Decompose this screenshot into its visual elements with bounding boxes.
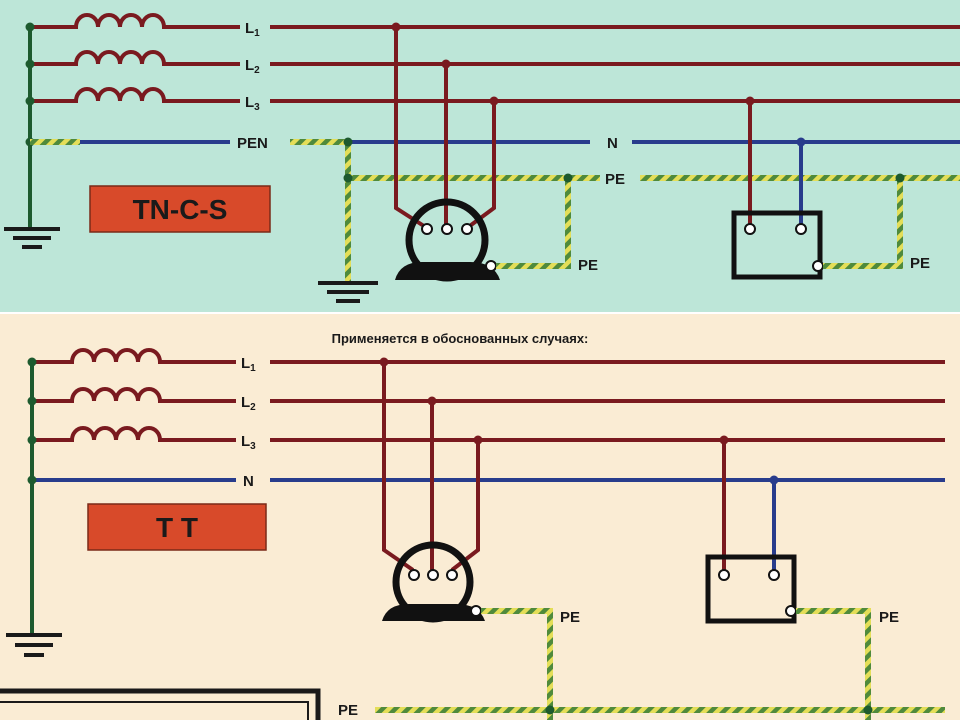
motor-feed-l3 [450,440,480,572]
load-box-icon [731,210,824,280]
junction-dot [27,396,37,406]
label-l3: L3 [241,433,256,452]
label-pe-motor: PE [578,257,598,274]
junction-dot [25,22,35,32]
ground-symbol-icon [6,633,62,657]
junction-dot [863,705,873,715]
junction-dot [895,173,905,183]
motor-icon [382,541,485,623]
junction-dot [343,173,353,183]
box-pe-line [796,608,871,720]
junction-dot [27,435,37,445]
junction-dot [391,22,401,32]
motor-pe-line [496,178,571,269]
box-pe-line [823,178,903,269]
label-l1: L1 [241,355,256,374]
motor-feed-l3 [465,101,496,230]
coil-icon [32,426,236,442]
junction-dot [769,475,779,485]
coil-icon [32,348,236,364]
coil-icon [30,13,240,29]
label-l2: L2 [245,57,260,76]
label-pen: PEN [237,135,268,152]
tt-caption: Применяется в обоснованных случаях: [332,331,589,346]
label-pe-motor: PE [560,609,580,626]
label-n: N [243,473,254,490]
junction-dot [745,96,755,106]
tt-panel: Применяется в обоснованных случаях: L1 L… [0,314,960,720]
junction-dot [25,59,35,69]
junction-dot [796,137,806,147]
junction-dot [25,96,35,106]
junction-dot [719,435,729,445]
label-pe-box: PE [879,609,899,626]
ground-symbol-icon [318,281,378,303]
tt-badge-text: T T [156,512,198,543]
ground-symbol-icon [4,227,60,249]
label-pe-line: PE [605,171,625,188]
motor-icon [395,198,500,282]
label-pe-box: PE [910,255,930,272]
label-l1: L1 [245,20,260,39]
junction-dot [563,173,573,183]
motor-pe-line [481,608,553,720]
tn-c-s-badge [89,185,271,233]
label-l3: L3 [245,94,260,113]
tn-c-s-panel: L1 L2 L3 PEN N PE PE PE TN-C-S [0,0,960,312]
junction-dot [379,357,389,367]
label-n: N [607,135,618,152]
corner-frame-inner [0,701,309,720]
junction-dot [489,96,499,106]
label-pe-line: PE [338,702,358,719]
tt-badge [87,503,267,551]
label-l2: L2 [241,394,256,413]
junction-dot [343,137,353,147]
junction-dot [545,705,555,715]
junction-dot [441,59,451,69]
load-box-icon [705,554,797,624]
junction-dot [427,396,437,406]
tn-c-s-badge-text: TN-C-S [133,194,228,225]
junction-dot [473,435,483,445]
coil-icon [32,387,236,403]
coil-icon [30,50,240,66]
junction-dot [27,357,37,367]
junction-dot [27,475,37,485]
corner-frame [0,688,321,720]
coil-icon [30,87,240,103]
